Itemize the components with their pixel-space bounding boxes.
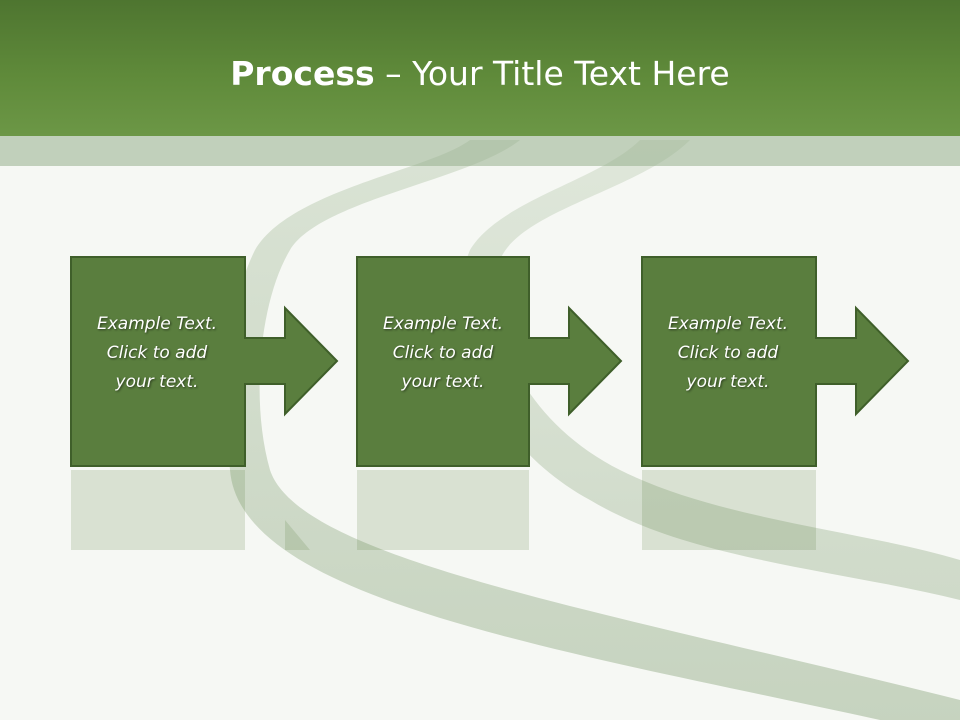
step-3-line-3: your text. <box>686 372 770 392</box>
title-bar: Process – Your Title Text Here <box>0 0 960 136</box>
step-3-line-1: Example Text. <box>667 314 789 334</box>
step-2-line-3: your text. <box>401 372 485 392</box>
title-bold: Process <box>230 54 375 93</box>
step-1-reflection <box>70 470 340 550</box>
header-band <box>0 136 960 166</box>
step-3-text[interactable]: Example Text. Click to add your text. <box>643 310 813 397</box>
process-step-2[interactable]: Example Text. Click to add your text. <box>356 256 626 468</box>
step-1-text[interactable]: Example Text. Click to add your text. <box>72 310 242 397</box>
process-step-3[interactable]: Example Text. Click to add your text. <box>641 256 911 468</box>
step-3-reflection <box>641 470 911 550</box>
step-arrow-shape <box>356 256 623 467</box>
step-arrow-shape <box>70 256 339 467</box>
step-2-text[interactable]: Example Text. Click to add your text. <box>356 310 530 397</box>
step-1-line-1: Example Text. <box>96 314 218 334</box>
step-1-line-3: your text. <box>115 372 199 392</box>
process-step-1[interactable]: Example Text. Click to add your text. <box>70 256 340 468</box>
step-2-reflection <box>356 470 626 550</box>
step-1-line-2: Click to add <box>106 343 208 363</box>
step-2-line-2: Click to add <box>392 343 494 363</box>
title-rest: – Your Title Text Here <box>374 54 730 93</box>
slide-title[interactable]: Process – Your Title Text Here <box>0 52 960 96</box>
step-arrow-shape <box>641 256 910 467</box>
step-3-line-2: Click to add <box>677 343 779 363</box>
step-2-line-1: Example Text. <box>382 314 504 334</box>
